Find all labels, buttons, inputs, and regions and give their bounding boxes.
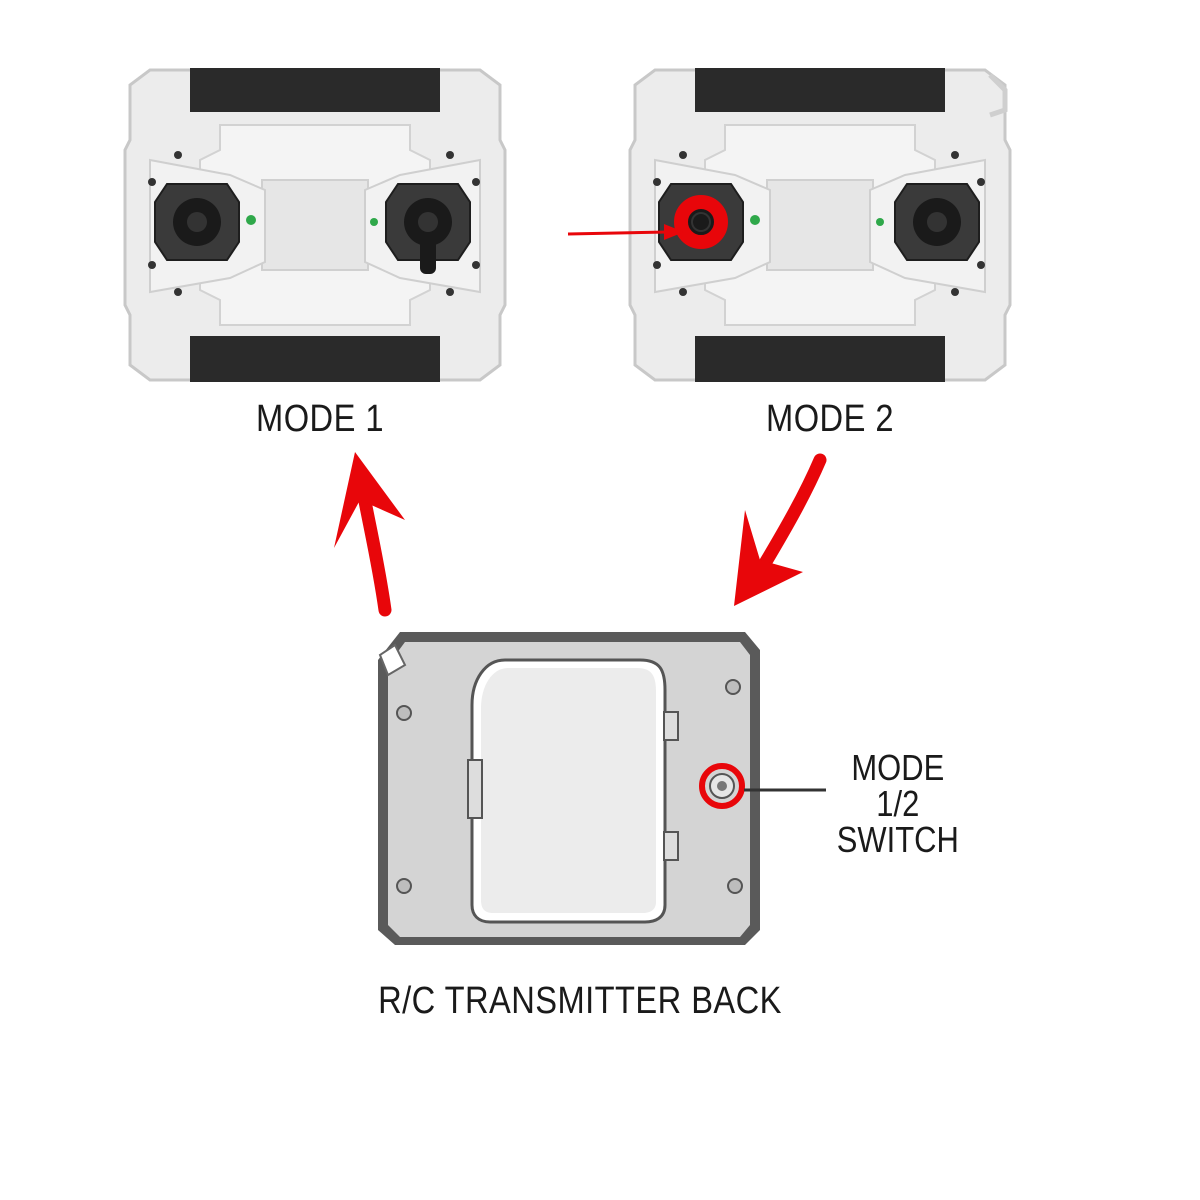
joystick-icon xyxy=(154,183,240,261)
green-led-icon xyxy=(246,215,256,225)
green-led-icon xyxy=(750,215,760,225)
mode-switch-label-line2: SWITCH xyxy=(836,819,959,860)
mode-switch-icon xyxy=(699,763,745,809)
transmitter-back-label: R/C TRANSMITTER BACK xyxy=(378,980,782,1022)
mode-switch-label: MODE 1/2 SWITCH xyxy=(829,750,967,858)
joystick-icon xyxy=(385,183,471,274)
pointer-arrow xyxy=(567,224,684,240)
mode1-controller xyxy=(123,66,507,384)
arrow-to-mode2 xyxy=(734,453,827,606)
mode2-controller xyxy=(628,66,1012,384)
transmitter-back xyxy=(378,632,826,945)
green-led-icon xyxy=(876,218,884,226)
joystick-icon xyxy=(894,183,980,261)
arrow-to-mode1 xyxy=(334,452,405,617)
joystick-icon xyxy=(658,183,744,261)
mode-switch-label-line1: MODE 1/2 xyxy=(851,747,945,824)
mode1-label: MODE 1 xyxy=(256,398,384,440)
green-led-icon xyxy=(370,218,378,226)
mode2-label: MODE 2 xyxy=(766,398,894,440)
